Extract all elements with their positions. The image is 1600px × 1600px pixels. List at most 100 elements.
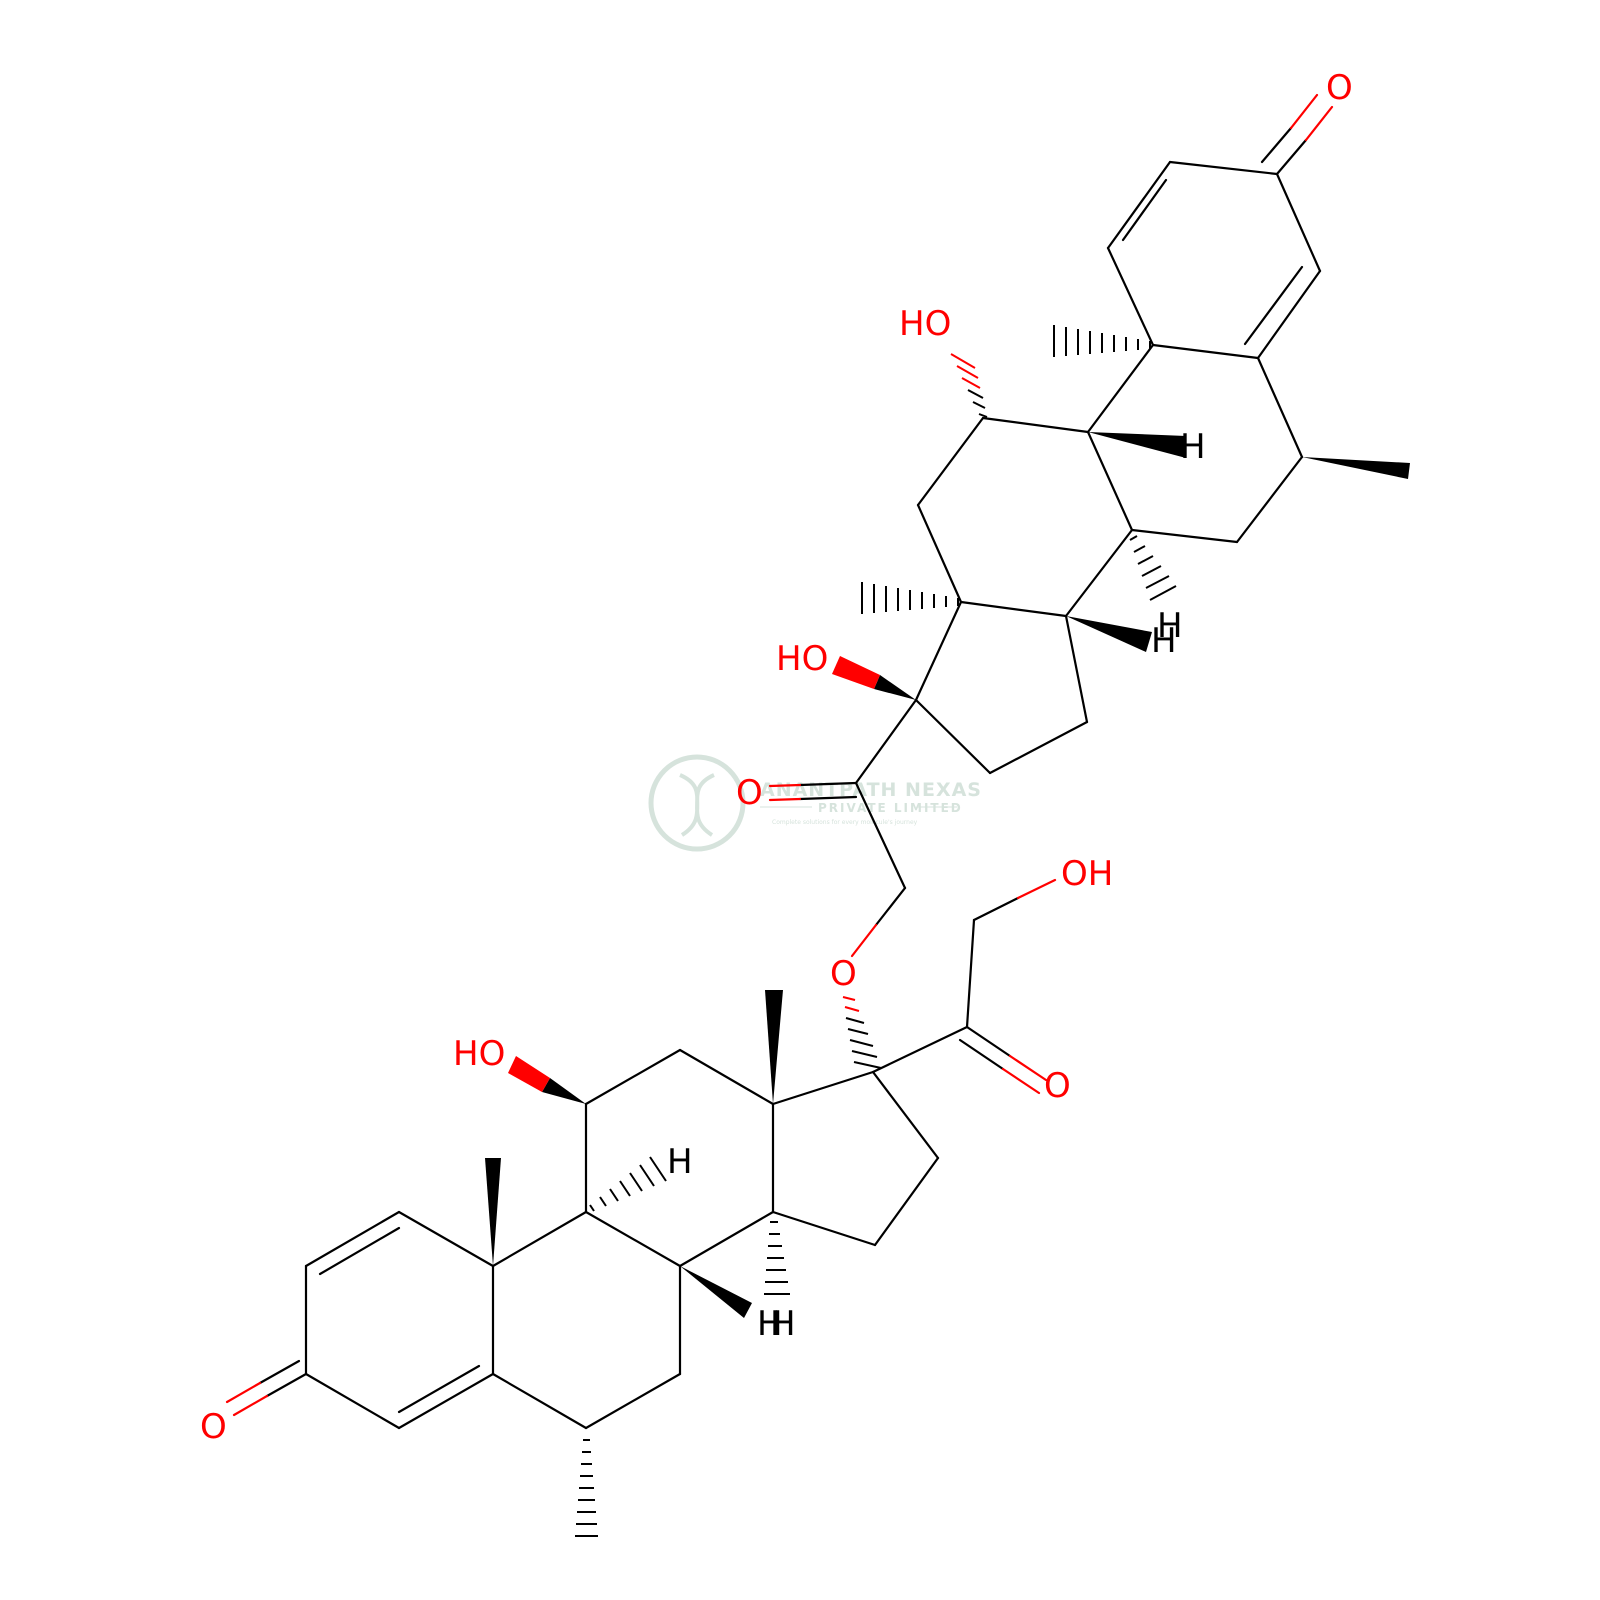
bond [1001,1067,1041,1095]
hash-bond [842,996,882,1069]
hash-bond [1053,325,1151,357]
wedge-bond [680,1266,752,1318]
bond [304,1210,401,1268]
bond [1016,878,1057,900]
wedge-bond [1088,432,1186,458]
wedge-bond [832,656,880,689]
bond [1256,269,1322,360]
hash-bond [861,582,959,614]
bond [873,1156,940,1247]
wedge-bond [1066,616,1152,652]
bond [916,503,963,604]
atom-label-hydrogen: H [1180,427,1206,467]
atom-label-hydroxyl: OH [1061,854,1113,894]
bond [1086,343,1155,434]
bond [959,600,1068,618]
bond [798,781,858,787]
bond [1106,246,1155,347]
atom-label-hydrogen: H [1157,606,1183,646]
atom-label-oxygen: O [200,1407,227,1447]
bond [1304,105,1334,142]
bond [854,698,918,785]
wedge-bond [1302,457,1410,479]
bond [491,1210,588,1268]
bond [768,783,802,788]
bond [397,1364,481,1414]
bond [1064,528,1134,618]
wedge-bond [542,1078,586,1104]
bond [1275,172,1322,273]
watermark-line2: PRIVATE LIMITED [818,801,963,815]
atom-label-hydroxyl: HO [776,639,828,679]
atom-label-hydrogen: H [770,1304,796,1344]
bond [258,1359,301,1385]
bond [871,1070,940,1160]
wedge-bond [508,1056,550,1092]
bond [1243,265,1304,346]
bond [768,797,802,802]
watermark-dna-icon [679,773,715,837]
bond [771,1210,877,1247]
hash-bond [575,1439,598,1537]
watermark-line3: Complete solutions for every molecule's … [772,819,918,826]
bond [958,1038,1005,1071]
bond [965,918,976,1029]
bond [1064,614,1089,724]
bond [1121,178,1168,242]
wedge-bond [874,675,916,700]
atom-label-hydroxyl: HO [899,304,951,344]
hash-bond [589,1156,667,1212]
hash-bond [950,353,988,418]
bond [1168,160,1279,176]
wedge-bond [765,990,783,1104]
bond [1275,138,1308,176]
bond [798,795,858,801]
bond [988,720,1089,775]
bond [771,1070,875,1106]
bond [871,1025,969,1074]
atom-label-oxygen: O [1044,1066,1071,1106]
watermark-line1: ANANTPATH NEXAS [760,779,982,801]
watermark-logo-icon [648,754,746,852]
bond [225,1381,262,1404]
atom-label-hydrogen: H [757,1304,783,1344]
bond [854,781,907,890]
wedge-bond [485,1158,501,1266]
bond [584,1210,682,1268]
bond [914,600,963,702]
bond [972,896,1020,922]
bond [914,698,992,775]
bond [678,1048,775,1106]
bond [1289,93,1319,130]
bond [397,1372,495,1430]
atom-label-hydrogen: H [667,1142,693,1182]
watermark: ANANTPATH NEXAS PRIVATE LIMITED Complete… [648,754,982,852]
bond [874,886,907,927]
bond [265,1372,308,1398]
hash-bond [764,1221,790,1295]
bond [584,1048,682,1106]
bond [1260,126,1293,164]
atom-label-oxygen: O [736,773,763,813]
bond [304,1372,401,1430]
bond [1235,455,1304,544]
bond [678,1210,775,1268]
bond [1256,356,1304,459]
bond [1151,343,1260,360]
bond [397,1210,495,1268]
bond [491,1372,588,1430]
top-steroid-stereo [832,325,1410,700]
atom-labels: O HO H H H HO O O OH O HO H H H O [200,68,1353,1447]
bond [1008,1054,1048,1082]
bond [232,1394,269,1417]
bond [965,1025,1012,1058]
bond [1086,430,1134,532]
bond [1106,160,1172,250]
bond [1130,528,1239,544]
atom-label-hydroxyl: HO [453,1034,505,1074]
bottom-steroid-stereo [485,990,882,1537]
bond [916,416,985,507]
atom-label-oxygen: O [1326,68,1353,108]
